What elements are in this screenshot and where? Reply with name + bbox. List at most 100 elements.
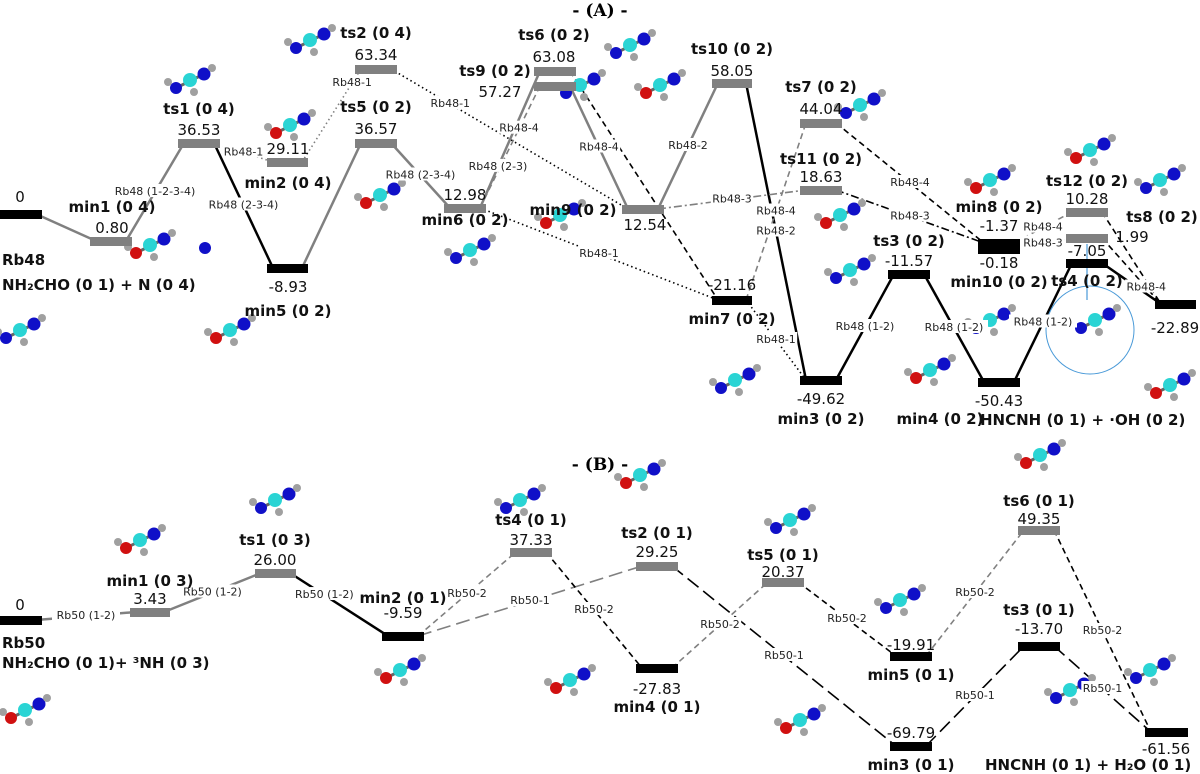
path-label: Rb48-1 bbox=[430, 97, 470, 110]
level-energy-ts11: 18.63 bbox=[800, 168, 843, 186]
level-energy-p: -61.56 bbox=[1142, 740, 1190, 758]
path-label: Rb50-1 bbox=[955, 689, 995, 702]
level-name-ts12: ts12 (0 2) bbox=[1046, 172, 1128, 190]
path-label-bg bbox=[429, 96, 472, 109]
path-min2-ts2 bbox=[301, 68, 362, 163]
molecule-icon bbox=[264, 109, 316, 141]
molecule-icon bbox=[354, 179, 406, 211]
path-label: Rb48-4 bbox=[890, 176, 930, 189]
level-bar-ts4 bbox=[510, 548, 552, 557]
nitrogen-atom-icon bbox=[199, 242, 211, 254]
level-name-min6: min6 (0 2) bbox=[422, 211, 509, 229]
level-name-ts2: ts2 (0 4) bbox=[340, 24, 412, 42]
level-energy-ts5: 20.37 bbox=[762, 563, 805, 581]
path-label: Rb50-2 bbox=[447, 587, 487, 600]
path-label: Rb48-4 bbox=[1023, 221, 1063, 234]
level-bar-min8 bbox=[978, 239, 1020, 248]
path-label: Rb50-1 bbox=[764, 649, 804, 662]
level-name-min9: min9 (0 2) bbox=[530, 201, 617, 219]
level-name-ts6: ts6 (0 2) bbox=[518, 26, 590, 44]
level-name-min1: min1 (0 3) bbox=[107, 572, 194, 590]
path-label-bg bbox=[920, 320, 988, 333]
path-label-bg bbox=[572, 602, 616, 615]
path-label: Rb50-1 bbox=[1083, 682, 1123, 695]
path-label: Rb48 (1-2) bbox=[925, 321, 984, 334]
molecule-icon bbox=[1069, 304, 1121, 336]
level-name-ts11: ts11 (0 2) bbox=[780, 150, 862, 168]
level-energy-ts3: -11.57 bbox=[885, 252, 933, 270]
molecule-icon bbox=[834, 89, 886, 121]
level-name-ts8: ts8 (0 2) bbox=[1126, 208, 1198, 226]
path-label: Rb50-2 bbox=[574, 603, 614, 616]
path-ts2-min9 bbox=[390, 68, 629, 210]
level-name-min10: min10 (0 2) bbox=[950, 273, 1047, 291]
molecule-icon bbox=[0, 694, 51, 726]
level-name-ts5: ts5 (0 2) bbox=[340, 98, 412, 116]
level-bar-min3 bbox=[800, 376, 842, 385]
molecule-icon bbox=[814, 199, 866, 231]
path-label: Rb48-3 bbox=[712, 193, 752, 206]
path-label-bg bbox=[330, 74, 374, 88]
level-name-min5: min5 (0 1) bbox=[868, 666, 955, 684]
path-label-bg bbox=[508, 593, 552, 606]
level-energy-min5: -8.93 bbox=[269, 278, 308, 296]
level-bar-ts1 bbox=[255, 569, 296, 578]
level-bar-ts12 bbox=[1066, 208, 1108, 217]
molecule-icon bbox=[1144, 369, 1196, 401]
level-bar-min1 bbox=[90, 237, 132, 246]
panel-a-reference-label: Rb48 bbox=[2, 251, 45, 269]
level-bar-min6 bbox=[444, 204, 486, 213]
path-min5-ts6 bbox=[925, 529, 1025, 657]
path-ts8-p bbox=[1101, 237, 1162, 305]
level-energy-min5: -19.91 bbox=[887, 636, 935, 654]
path-label: Rb50 (1-2) bbox=[57, 609, 116, 622]
level-energy-min4: -27.83 bbox=[633, 680, 681, 698]
level-name-ts3: ts3 (0 1) bbox=[1003, 601, 1075, 619]
level-name-min3: min3 (0 2) bbox=[778, 410, 865, 428]
level-bar-ts7 bbox=[800, 119, 842, 128]
level-bar-ts2 bbox=[636, 562, 678, 571]
level-energy-ts4: -7.05 bbox=[1068, 242, 1107, 260]
path-label: Rb48-4 bbox=[579, 141, 619, 154]
path-label-bg bbox=[1081, 681, 1124, 694]
level-name-ts7: ts7 (0 2) bbox=[785, 78, 857, 96]
path-label-bg bbox=[1125, 279, 1168, 293]
path-label-bg bbox=[577, 246, 621, 259]
path-r-min1 bbox=[35, 212, 97, 243]
level-bar-min1 bbox=[130, 608, 170, 617]
path-label: Rb48 (1-2-3-4) bbox=[115, 185, 196, 198]
level-name-ts4: ts4 (0 1) bbox=[495, 511, 567, 529]
level-name-ts3: ts3 (0 2) bbox=[873, 232, 945, 250]
level-bar-min2 bbox=[267, 158, 308, 167]
level-energy-ts1: 36.53 bbox=[178, 121, 221, 139]
level-name-min5: min5 (0 2) bbox=[245, 302, 332, 320]
level-energy-ts1: 26.00 bbox=[254, 551, 297, 569]
path-label-bg bbox=[178, 584, 247, 598]
path-label-bg bbox=[754, 332, 798, 345]
level-bar-min4 bbox=[978, 378, 1020, 387]
level-name-min2: min2 (0 4) bbox=[245, 174, 332, 192]
molecule-icon bbox=[164, 64, 216, 96]
path-label-bg bbox=[290, 587, 359, 601]
panel-a-reactants: NH₂CHO (0 1) + N (0 4) bbox=[2, 276, 196, 294]
path-label-bg bbox=[762, 648, 806, 661]
path-label-bg bbox=[1021, 235, 1065, 249]
level-energy-ts12: 10.28 bbox=[1066, 190, 1109, 208]
path-ts11-min8 bbox=[835, 189, 985, 244]
level-energy-min10: -0.18 bbox=[980, 254, 1019, 272]
path-label-bg bbox=[577, 139, 621, 153]
path-min5-ts5 bbox=[300, 142, 363, 269]
path-label: Rb50-2 bbox=[1083, 624, 1123, 637]
path-label-bg bbox=[445, 586, 489, 599]
level-bar-p bbox=[1155, 300, 1196, 309]
path-label-bg bbox=[666, 138, 710, 151]
path-label: Rb48 (1-2) bbox=[836, 320, 895, 333]
level-energy-min9: 12.54 bbox=[624, 216, 667, 234]
level-bar-ts6 bbox=[534, 67, 576, 76]
molecule-icon bbox=[604, 29, 656, 61]
level-energy-min3: -69.79 bbox=[887, 724, 935, 742]
level-energy-min2: 29.11 bbox=[267, 140, 310, 158]
path-label-bg bbox=[754, 203, 798, 217]
molecule-icon bbox=[114, 524, 166, 556]
